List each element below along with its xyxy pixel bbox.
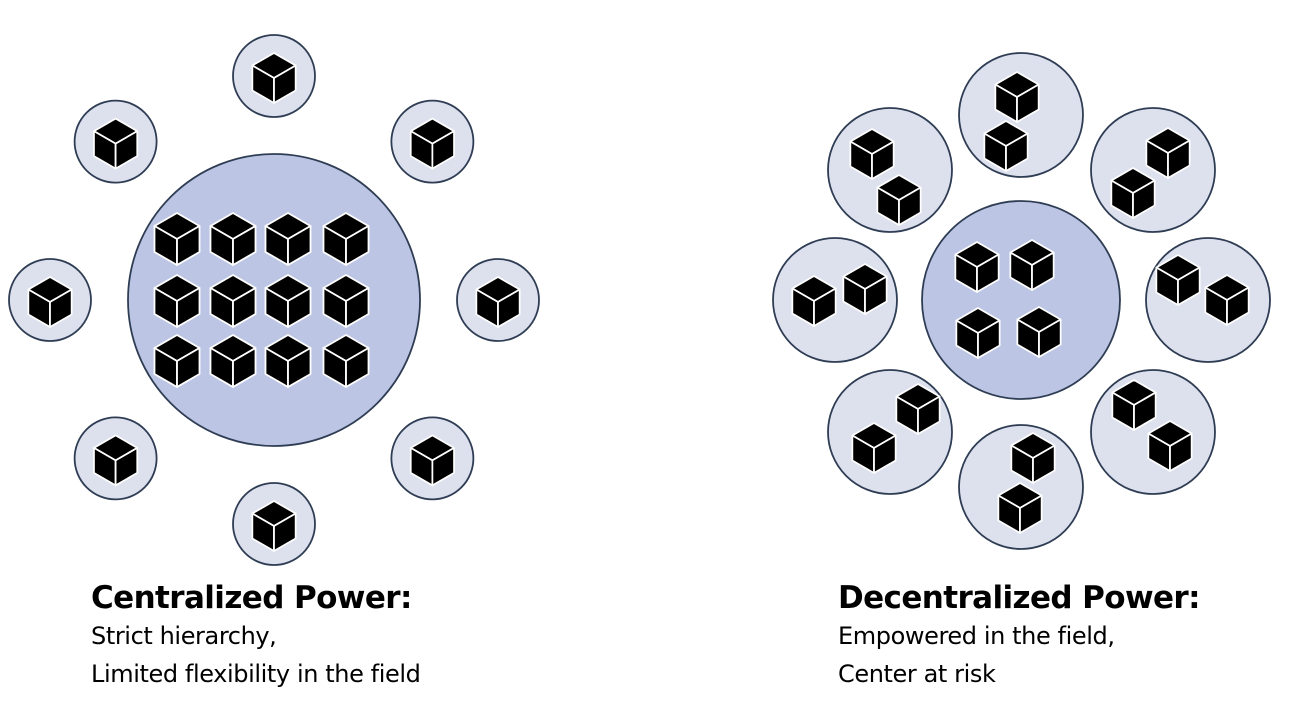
satellite-node (1145, 237, 1271, 363)
decentralized-heading: Decentralized Power: (838, 580, 1201, 616)
cube-icon (475, 276, 521, 328)
satellite-node (958, 424, 1084, 550)
hub-cube-icon (1016, 306, 1062, 358)
cube-icon (983, 120, 1029, 172)
decentralized-caption: Decentralized Power: Empowered in the fi… (838, 579, 1201, 693)
cube-icon (27, 276, 73, 328)
hub-cube-icon (209, 212, 257, 266)
satellite-node (958, 52, 1084, 178)
cube-icon (409, 434, 455, 487)
cube-icon (791, 275, 837, 327)
hub-cube-icon (1009, 239, 1055, 291)
hub-cube-icon (209, 334, 257, 388)
hub-cube-icon (209, 274, 257, 328)
satellite-node (232, 482, 316, 566)
hub-cube-icon (153, 334, 201, 388)
centralized-line-2: Limited flexibility in the field (91, 660, 421, 688)
hub-cube-icon (264, 334, 312, 388)
hub-cube-icon (153, 212, 201, 266)
satellite-node (827, 107, 953, 233)
hub-cube-icon (153, 274, 201, 328)
centralized-power-diagram (8, 34, 540, 566)
satellite-node (772, 237, 898, 363)
cube-icon (251, 500, 297, 552)
cube-icon (849, 128, 895, 180)
cube-icon (994, 71, 1040, 123)
cube-icon (251, 52, 297, 104)
satellite-node (73, 416, 158, 501)
satellite-node (1090, 369, 1216, 495)
cube-icon (1155, 254, 1201, 306)
satellite-node (73, 99, 158, 184)
cube-icon (842, 263, 888, 315)
satellite-node (232, 34, 316, 118)
satellite-node (390, 99, 475, 184)
central-hub (921, 200, 1121, 400)
cube-icon (93, 434, 139, 487)
cube-icon (876, 174, 922, 226)
hub-cube-icon (955, 307, 1001, 359)
cube-icon (409, 117, 455, 170)
satellite-node (390, 416, 475, 501)
cube-icon (997, 482, 1043, 534)
cube-icon (93, 117, 139, 170)
decentralized-power-diagram (772, 52, 1271, 550)
cube-icon (895, 383, 941, 435)
hub-cube-icon (264, 274, 312, 328)
cube-icon (1110, 167, 1156, 219)
satellite-node (8, 258, 92, 342)
hub-cube-icon (954, 241, 1000, 293)
satellite-node (456, 258, 540, 342)
cube-icon (1010, 432, 1056, 484)
centralized-caption: Centralized Power: Strict hierarchy, Lim… (91, 579, 421, 693)
hub-cube-icon (264, 212, 312, 266)
centralized-heading: Centralized Power: (91, 580, 412, 616)
cube-icon (851, 422, 897, 474)
satellite-node (1090, 107, 1216, 233)
cube-icon (1111, 379, 1157, 431)
decentralized-line-1: Empowered in the field, (838, 622, 1115, 650)
satellite-node (827, 369, 953, 495)
cube-icon (1204, 274, 1250, 326)
centralized-line-1: Strict hierarchy, (91, 622, 277, 650)
decentralized-line-2: Center at risk (838, 660, 996, 688)
hub-cube-icon (322, 274, 370, 328)
hub-cube-icon (322, 212, 370, 266)
cube-icon (1145, 127, 1191, 179)
cube-icon (1147, 420, 1193, 472)
hub-cube-icon (322, 334, 370, 388)
